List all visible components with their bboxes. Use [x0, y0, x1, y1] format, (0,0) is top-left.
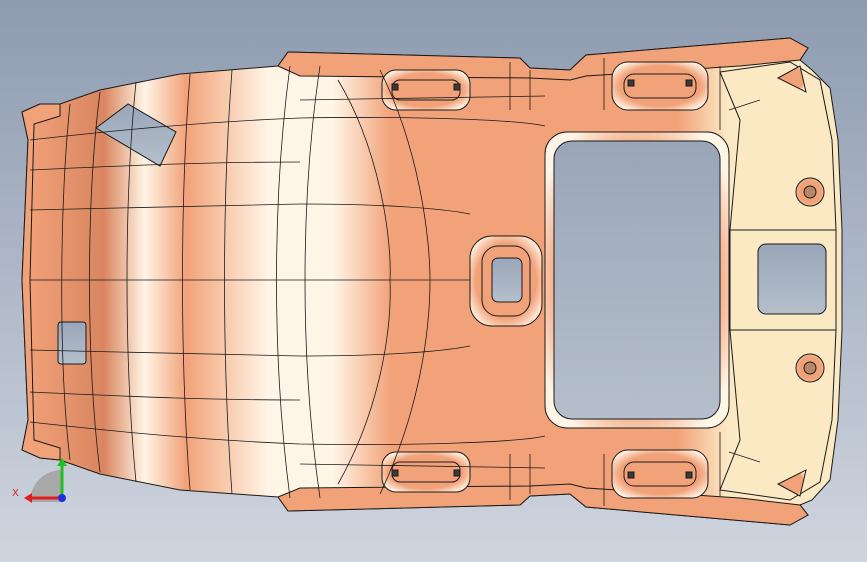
boss-top: [795, 177, 825, 207]
clip-bottom: [776, 469, 807, 497]
y-axis-head: [57, 458, 67, 466]
dome-light-opening[interactable]: [491, 257, 523, 303]
grab-handle-top-rear: [611, 61, 709, 111]
clip-top: [776, 65, 807, 93]
left-small-hole[interactable]: [57, 321, 87, 365]
boss-bottom: [795, 353, 825, 383]
surface-patch-lines: [29, 58, 761, 506]
z-axis-dot: [58, 494, 66, 502]
x-axis-head: [24, 493, 32, 503]
front-hole[interactable]: [95, 103, 177, 167]
rear-opening[interactable]: [757, 243, 827, 315]
grab-handle-bottom-rear: [611, 449, 709, 499]
sunroof-opening[interactable]: [553, 140, 721, 420]
axis-triad[interactable]: X: [10, 452, 80, 512]
front-lip: [21, 103, 61, 461]
x-axis-label: X: [12, 488, 19, 499]
headliner-model[interactable]: [21, 37, 843, 526]
dome-light-inner: [481, 245, 531, 317]
triad-arc: [30, 470, 62, 502]
grab-handle-top-front: [381, 69, 471, 111]
grab-handle-bottom-front: [381, 451, 471, 493]
